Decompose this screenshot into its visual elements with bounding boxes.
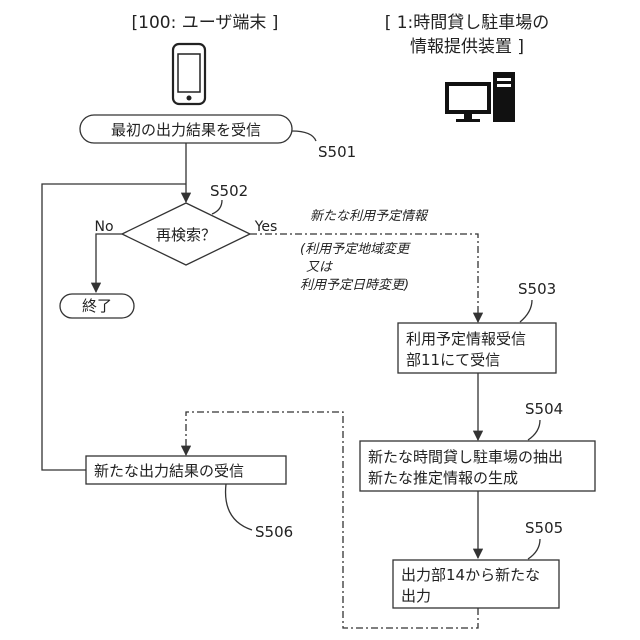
box503-line1: 利用予定情報受信 [406, 330, 526, 348]
s503-leader [520, 300, 532, 322]
s504-leader [528, 420, 540, 440]
box506-label: 新たな出力結果の受信 [94, 462, 244, 480]
s505-leader [528, 539, 540, 559]
end-label: 終了 [82, 297, 112, 315]
new-usage-info-label: 新たな利用予定情報 [310, 208, 429, 224]
smartphone-icon [173, 44, 205, 104]
s502-leader [212, 200, 222, 214]
box504-line2: 新たな推定情報の生成 [368, 469, 518, 487]
s506-leader [226, 484, 252, 530]
decision-label: 再検索？ [156, 226, 216, 244]
s504-label: S504 [525, 400, 563, 418]
note-line3: 利用予定日時変更) [300, 277, 409, 293]
s501-label: S501 [318, 143, 356, 161]
box505-line1: 出力部14から新たな [401, 566, 540, 584]
box503-line2: 部11にて受信 [406, 351, 500, 369]
box505-line2: 出力 [401, 587, 431, 605]
no-branch-arrow [96, 234, 122, 292]
s506-label: S506 [255, 523, 293, 541]
note-line1: (利用予定地域変更 [300, 241, 411, 257]
s501-leader [292, 131, 316, 141]
device-label-line1: [ 1:時間貸し駐車場の [385, 13, 550, 33]
note-line2: 又は [306, 260, 333, 275]
s502-label: S502 [210, 182, 248, 200]
box504-line1: 新たな時間貸し駐車場の抽出 [368, 448, 563, 466]
s505-label: S505 [525, 519, 563, 537]
no-label: No [94, 219, 113, 235]
receive-first-result-label: 最初の出力結果を受信 [111, 121, 261, 139]
user-terminal-label: [100: ユーザ端末 ] [132, 13, 279, 33]
device-label-line2: 情報提供装置 ] [410, 37, 524, 57]
yes-label: Yes [254, 219, 278, 235]
s503-label: S503 [518, 280, 556, 298]
desktop-computer-icon [445, 72, 515, 122]
